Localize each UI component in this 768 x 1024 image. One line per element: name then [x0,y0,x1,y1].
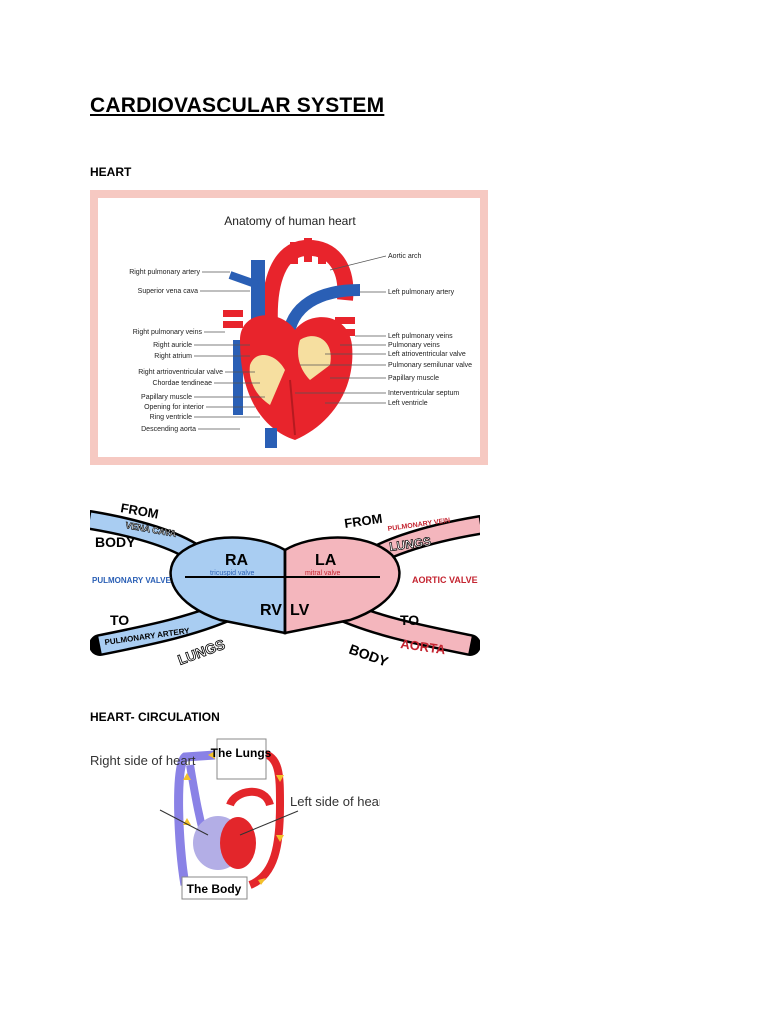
label-papillary-muscle-left: Papillary muscle [141,394,192,401]
label-right-pulmonary-veins: Right pulmonary veins [133,329,203,336]
label-tricuspid: tricuspid valve [210,570,254,577]
label-right-auricle: Right auricle [153,342,192,349]
flow-arrows [183,751,284,885]
section-heading-heart: HEART [90,165,132,179]
left-side-label: Left side of heart [290,794,380,809]
anatomy-diagram: Anatomy of human heart [90,190,488,465]
label-papillary-muscle-right: Papillary muscle [388,375,439,382]
label-ring-ventricle: Ring ventricle [150,414,193,421]
label-pulmonary-valve: PULMONARY VALVE [92,576,171,585]
circulation-diagram: The Lungs The Body Right side of heart L… [90,738,380,900]
label-descending-aorta: Descending aorta [141,426,196,433]
label-left-av-valve: Left atrioventricular valve [388,351,466,358]
right-leader-lines [295,255,387,404]
right-side-label: Right side of heart [90,753,196,768]
label-right-pulmonary-artery: Right pulmonary artery [129,269,200,276]
label-body-out: BODY [347,641,391,670]
label-mitral: mitral valve [305,570,341,577]
label-lungs-out: LUNGS [176,636,228,668]
label-left-ventricle: Left ventricle [388,400,428,407]
label-chordae-tendineae: Chordae tendineae [152,380,212,387]
lungs-box [216,738,267,780]
label-from-lungs: FROM [343,511,383,531]
label-left-pulmonary-artery: Left pulmonary artery [388,289,455,296]
label-to-lungs: TO [110,612,129,628]
heart-illustration [223,238,361,448]
left-labels: Right pulmonary artery Superior vena cav… [129,269,223,433]
label-interventricular-septum: Interventricular septum [388,390,459,397]
venous-loop [174,750,216,886]
label-body-in: BODY [95,534,136,550]
lungs-label: The Lungs [211,746,272,760]
label-to-aorta: TO [400,612,419,628]
label-aorta: AORTA [400,636,448,657]
label-lungs-in: LUNGS [388,534,432,554]
label-pulmonary-semilunar-valve: Pulmonary semilunar valve [388,362,472,369]
label-from-body: FROM [119,500,159,521]
heart-left-half [220,817,256,869]
label-lv: LV [290,602,310,619]
label-la: LA [315,552,337,569]
label-pulmonary-veins: Pulmonary veins [388,342,440,349]
label-aortic-arch: Aortic arch [388,253,422,260]
section-heading-circulation: HEART- CIRCULATION [90,710,220,724]
body-label: The Body [187,882,242,896]
label-rv: RV [260,602,282,619]
right-heart-half [169,536,287,635]
page-title: CARDIOVASCULAR SYSTEM [90,94,385,117]
arterial-loop [248,749,285,889]
circulation-figure: The Lungs The Body Right side of heart L… [90,735,380,905]
body-box [181,876,248,900]
label-opening-for-interior: Opening for interior [144,404,205,411]
label-left-pulmonary-veins: Left pulmonary veins [388,333,453,340]
left-leader-lines [194,271,265,430]
label-superior-vena-cava: Superior vena cava [138,288,198,295]
label-aortic-valve: AORTIC VALVE [412,575,478,585]
left-heart-half [283,536,401,635]
flow-diagram: FROM VENA CAVA BODY FROM PULMONARY VEIN … [90,500,480,670]
flow-figure: FROM VENA CAVA BODY FROM PULMONARY VEIN … [90,495,480,675]
anatomy-title: Anatomy of human heart [224,214,356,228]
anatomy-figure: Anatomy of human heart [90,190,488,465]
label-ra: RA [225,552,249,569]
right-labels: Aortic arch Left pulmonary artery Left p… [388,253,472,407]
label-right-av-valve: Right artrioventricular valve [138,369,223,376]
label-right-atrium: Right atrium [154,353,192,360]
